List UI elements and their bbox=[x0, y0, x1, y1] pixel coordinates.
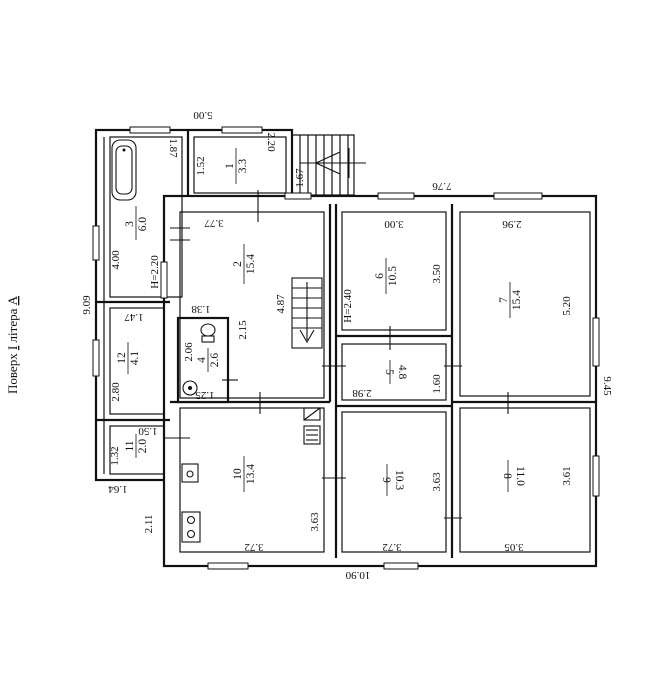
room-dim: 1.25 bbox=[195, 389, 215, 401]
room-1: 1 3.3 1.52 2.20 1.67 bbox=[195, 132, 306, 187]
room-11: 11 2.0 1.50 1.32 1.64 bbox=[108, 425, 158, 495]
room-number: 8 bbox=[501, 473, 513, 479]
room-dim: 1.64 bbox=[108, 483, 128, 495]
room-dim: 2.20 bbox=[265, 132, 277, 152]
window bbox=[221, 126, 263, 134]
dim-bottom: 10.90 bbox=[345, 569, 370, 581]
room-dim: 2.96 bbox=[502, 218, 522, 230]
room-dim: 4.00 bbox=[110, 250, 122, 270]
room-dim: 3.61 bbox=[561, 466, 573, 485]
dim-left: 9.09 bbox=[81, 295, 93, 315]
window bbox=[129, 126, 171, 134]
room-number: 12 bbox=[116, 352, 128, 364]
room-number: 4 bbox=[196, 357, 208, 363]
room-area: 4.8 bbox=[396, 365, 408, 380]
room-area: 10.5 bbox=[387, 266, 399, 286]
room-dim: 1.67 bbox=[294, 168, 306, 188]
room-number: 2 bbox=[232, 261, 244, 267]
window bbox=[207, 562, 249, 570]
window bbox=[160, 261, 168, 299]
room-number: 9 bbox=[380, 477, 392, 483]
room-6: 6 10.5 3.00 3.50 H=2.40 bbox=[342, 218, 443, 323]
room-number: 6 bbox=[374, 273, 386, 279]
dim-right: 9.45 bbox=[601, 376, 613, 396]
window bbox=[377, 192, 415, 200]
room-height: H=2.40 bbox=[342, 289, 354, 323]
room-5: 5 4.8 2.98 1.60 bbox=[352, 360, 443, 399]
room-number: 7 bbox=[498, 297, 510, 303]
room-area: 15.4 bbox=[245, 254, 257, 274]
plan-title: Поверх I літера А bbox=[5, 295, 20, 394]
room-number: 11 bbox=[124, 440, 136, 451]
room-dim: 1.60 bbox=[431, 374, 443, 394]
room-dim: 1.52 bbox=[195, 156, 207, 175]
room-dim: 4.87 bbox=[275, 294, 287, 314]
room-7: 7 15.4 2.96 5.20 bbox=[498, 218, 573, 318]
dim-top-main: 7.76 bbox=[432, 180, 452, 192]
bathtub-icon bbox=[111, 139, 137, 201]
stove-icon bbox=[181, 511, 201, 543]
room-area: 6.0 bbox=[137, 217, 149, 232]
room-3: 3 6.0 1.87 4.00 bbox=[110, 138, 179, 269]
room-area: 10.3 bbox=[393, 470, 405, 490]
room-area: 4.1 bbox=[129, 351, 141, 366]
window bbox=[493, 192, 543, 200]
room-dim: 5.20 bbox=[561, 296, 573, 316]
room-dim: 2.98 bbox=[352, 387, 372, 399]
room-dim: 2.15 bbox=[237, 320, 249, 340]
dim-left-lower: 2.11 bbox=[143, 515, 155, 534]
room-dim: 1.50 bbox=[138, 425, 158, 437]
room-12: 12 4.1 1.47 2.80 bbox=[110, 311, 144, 402]
windows bbox=[92, 126, 600, 570]
doors bbox=[164, 190, 509, 519]
room-number: 1 bbox=[224, 163, 236, 169]
room-dim: 3.63 bbox=[431, 472, 443, 492]
room-10: 10 13.4 3.72 3.63 bbox=[232, 456, 321, 553]
room-dim: 3.77 bbox=[204, 217, 224, 229]
room-dim: 2.06 bbox=[183, 342, 195, 362]
window bbox=[592, 317, 600, 367]
staircase bbox=[291, 277, 323, 349]
window bbox=[284, 192, 312, 200]
room-number: 5 bbox=[383, 369, 395, 375]
kitchen-sink-icon bbox=[181, 463, 199, 483]
room-dim: 3.50 bbox=[431, 264, 443, 284]
room-area: 15.4 bbox=[511, 290, 523, 310]
room-area: 2.0 bbox=[137, 439, 149, 454]
room-dim: 3.72 bbox=[382, 541, 401, 553]
toilet-icon bbox=[200, 323, 216, 343]
window bbox=[592, 455, 600, 497]
window bbox=[92, 339, 100, 377]
room-dim: 3.00 bbox=[384, 218, 404, 230]
room-dim: 1.32 bbox=[109, 446, 121, 465]
room-dim: 3.72 bbox=[244, 541, 263, 553]
room-2: 2 15.4 3.77 4.87 2.15 1.38 H=2.20 bbox=[149, 217, 287, 340]
room-dim: 1.87 bbox=[167, 138, 179, 158]
room-9: 9 10.3 3.72 3.63 bbox=[380, 464, 443, 553]
room-dim: 1.47 bbox=[124, 311, 144, 323]
sink-icon bbox=[182, 380, 198, 396]
room-height: H=2.20 bbox=[149, 255, 161, 289]
room-dim: 3.63 bbox=[309, 512, 321, 532]
room-dim: 2.80 bbox=[110, 382, 122, 402]
main-outline bbox=[162, 194, 598, 568]
room-area: 3.3 bbox=[237, 159, 249, 174]
room-4: 4 2.6 2.06 1.25 bbox=[183, 342, 221, 401]
room-8: 8 11.0 3.05 3.61 bbox=[501, 460, 573, 553]
room-dim: 1.38 bbox=[191, 303, 211, 315]
room-dim: 3.05 bbox=[504, 541, 524, 553]
room-area: 2.6 bbox=[209, 353, 221, 368]
window bbox=[383, 562, 419, 570]
partitions bbox=[96, 130, 596, 558]
room-area: 13.4 bbox=[245, 464, 257, 484]
room-number: 10 bbox=[232, 468, 244, 480]
dim-top-annex: 5.00 bbox=[193, 109, 213, 121]
boiler-icon bbox=[303, 407, 321, 445]
room-number: 3 bbox=[124, 221, 136, 227]
window bbox=[92, 225, 100, 261]
room-area: 11.0 bbox=[514, 466, 526, 486]
